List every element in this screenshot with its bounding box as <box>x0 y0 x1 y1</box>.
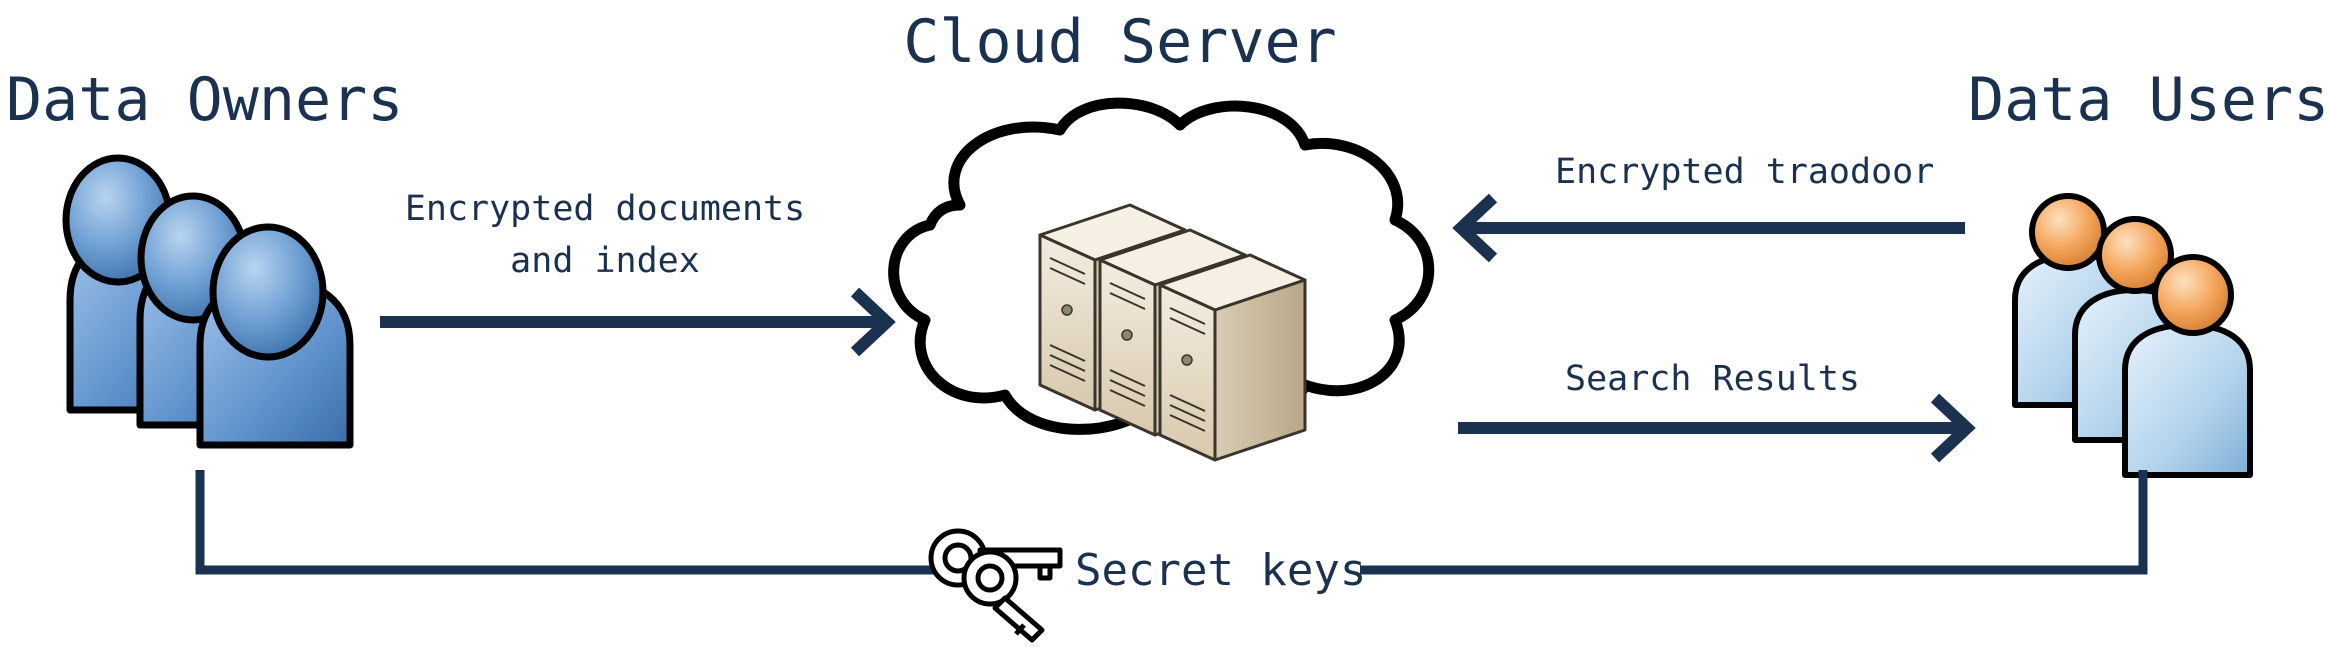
secret-keys-label: Secret keys <box>1075 545 1366 596</box>
data-users-icon <box>2012 193 2253 478</box>
data-owners-title: Data Owners <box>6 65 403 135</box>
server-unit-3 <box>1158 253 1307 462</box>
server-icon <box>1038 203 1307 462</box>
user-person-3 <box>2122 254 2253 478</box>
keys-icon <box>928 528 1063 643</box>
owner-person-3 <box>196 223 354 449</box>
encrypted-documents-label-line1: Encrypted documents <box>405 189 805 229</box>
data-owners-icon <box>62 154 354 449</box>
cloud-server-title: Cloud Server <box>903 7 1336 77</box>
data-users-title: Data Users <box>1968 65 2328 135</box>
encrypted-trapdoor-label: Encrypted traodoor <box>1555 152 1934 192</box>
encrypted-documents-label-line2: and index <box>510 241 700 281</box>
search-results-label: Search Results <box>1565 359 1860 399</box>
arrow-owners-to-cloud <box>380 287 896 357</box>
secret-keys-connector <box>195 470 2148 575</box>
arrow-cloud-to-users <box>1458 393 1976 463</box>
arrow-users-to-cloud <box>1452 193 1965 263</box>
